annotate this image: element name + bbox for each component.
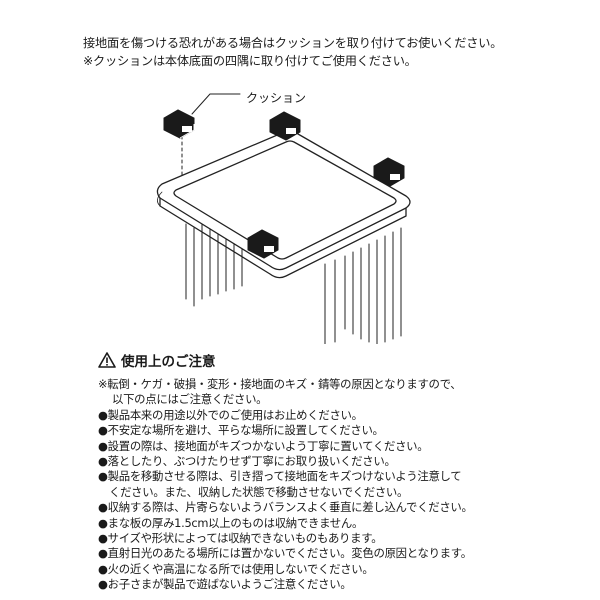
frame-inner [173,140,397,260]
front-slats [185,223,336,344]
leader-line [191,93,241,115]
list-item-continued: ください。また、収納した状態で移動させないでください。 [109,484,409,499]
list-item: ●落としたり、ぶつけたりせず丁寧にお取り扱いください。 [98,454,396,469]
intro-line-1: 接地面を傷つける恐れがある場合はクッションを取り付けてお使いください。 [83,36,503,50]
cushion-top [269,111,301,141]
caution-section: 使用上のご注意 ※転倒・ケガ・破損・変形・接地面のキズ・錆等の原因となりますので… [98,350,578,593]
caution-note-line-2: 以下の点にはご注意ください。 [112,392,268,407]
list-item: ●製品を移動させる際は、引き摺って接地面をキズつけないよう注意して [98,469,462,484]
right-slats [344,227,402,344]
frame-outer [156,130,411,271]
intro-line-2: ※クッションは本体底面の四隅に取り付けてご使用ください。 [83,54,417,68]
caution-list: ※転倒・ケガ・破損・変形・接地面のキズ・錆等の原因となりますので、 以下の点には… [98,377,578,593]
cushion-label: クッション [246,91,307,105]
warning-icon [98,352,116,368]
cushion-bottom [247,229,279,259]
list-item: ●製品本来の用途以外でのご使用はお止めください。 [98,407,363,422]
list-item: ●サイズや形状によっては収納できないものもあります。 [98,531,383,546]
list-item: ●お子さまが製品で遊ばないようご注意ください。 [98,577,352,592]
list-item: ●不安定な場所を避け、平らな場所に設置してください。 [98,423,384,438]
caution-note-line-1: ※転倒・ケガ・破損・変形・接地面のキズ・錆等の原因となりますので、 [98,377,462,391]
list-item: ●収納する際は、片寄らないようバランスよく垂直に差し込んでください。 [98,500,473,515]
list-item: ●設置の際は、接地面がキズつかないよう丁寧に置いてください。 [98,438,429,453]
intro-text: 接地面を傷つける恐れがある場合はクッションを取り付けてお使いください。 ※クッシ… [83,34,502,70]
rack-illustration [156,93,411,344]
list-item: ●まな板の厚み1.5cm以上のものは収納できません。 [98,515,364,530]
cushion-top-left [163,109,195,139]
cushions [163,109,405,259]
list-item: ●火の近くや高温になる所では使用しないでください。 [98,561,374,576]
list-item: ●直射日光のあたる場所には置かないでください。変色の原因となります。 [98,546,472,561]
caution-title: 使用上のご注意 [121,354,216,370]
caution-header: 使用上のご注意 [98,350,578,370]
cushion-right [373,157,405,187]
